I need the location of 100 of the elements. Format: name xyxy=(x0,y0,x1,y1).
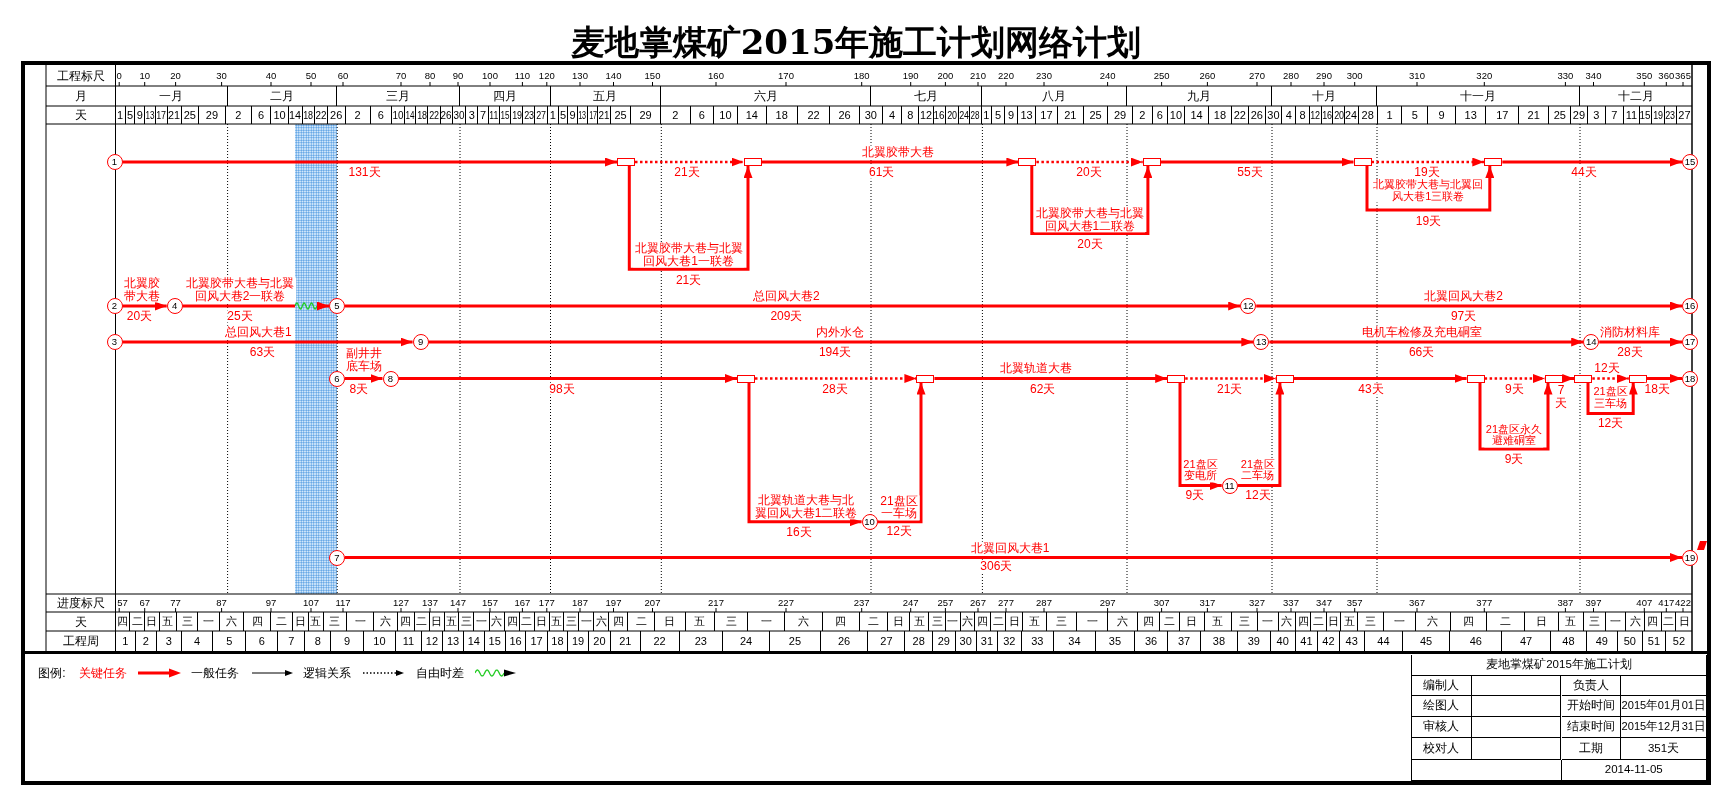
weekday-cell: 一 xyxy=(1257,612,1279,631)
edge-label: 43天 xyxy=(1358,382,1384,395)
weekday-cell: 一 xyxy=(579,612,595,631)
arrow xyxy=(181,301,331,311)
scale-number: 230 xyxy=(1036,71,1052,81)
week-cell: 1 xyxy=(115,631,137,651)
weekday-cell: 二 xyxy=(1160,612,1180,631)
weekday-cell: 一 xyxy=(748,612,786,631)
arrow xyxy=(1178,382,1222,490)
edge-label: 北翼回风大巷2 xyxy=(1424,289,1503,303)
small-box xyxy=(1484,158,1503,166)
scale-number: 77 xyxy=(170,597,181,608)
day-cell: 25 xyxy=(611,106,632,124)
scale-number: 277 xyxy=(998,597,1014,608)
arrow xyxy=(345,301,1241,311)
scale-number: 210 xyxy=(970,71,986,81)
week-cell: 44 xyxy=(1364,631,1403,651)
week-cell: 18 xyxy=(547,631,569,651)
arrow xyxy=(1237,382,1285,487)
weekday-cell: 日 xyxy=(1326,612,1342,631)
scale-number: 240 xyxy=(1099,71,1116,81)
scale-number: 167 xyxy=(514,597,531,608)
scale-number: 137 xyxy=(422,597,438,608)
day-cell: 8 xyxy=(1296,106,1310,124)
day-cell: 5 xyxy=(1402,106,1429,124)
weekday-cell: 三 xyxy=(1358,612,1384,631)
scale-number: 70 xyxy=(395,71,407,81)
edge-label: 电机车检修及充电硐室 xyxy=(1361,325,1482,339)
duration-label: 61天 xyxy=(869,165,895,179)
weekday-cell: 六 xyxy=(785,612,823,631)
month-cell: 六月 xyxy=(661,86,871,106)
scale-number: 107 xyxy=(303,597,319,608)
weekday-cell: 二 xyxy=(628,612,655,631)
table-cell: 绘图人 xyxy=(1411,696,1472,717)
arrow xyxy=(761,157,1019,167)
edge-label: 28天 xyxy=(822,382,848,395)
edge-label: 21盘区一车场 xyxy=(878,495,920,521)
day-cell: 1 xyxy=(547,106,559,124)
week-cell: 10 xyxy=(363,631,397,651)
scale-number: 117 xyxy=(335,597,351,608)
weekday-cell: 日 xyxy=(429,612,445,631)
weekday-cell: 三 xyxy=(1232,612,1258,631)
day-cell: 22 xyxy=(314,106,328,124)
month-cell: 一月 xyxy=(115,86,228,106)
week-cell: 11 xyxy=(396,631,422,651)
day-cell: 17 xyxy=(156,106,168,124)
scale-number: 50 xyxy=(305,71,317,81)
weekday-cell: 三 xyxy=(929,612,946,631)
week-cell: 42 xyxy=(1318,631,1340,651)
weekday-cell: 日 xyxy=(654,612,686,631)
day-cell: 1 xyxy=(1377,106,1403,124)
scale-number: 360 xyxy=(1658,71,1675,81)
scale-number: 307 xyxy=(1153,597,1170,608)
scale-number: 347 xyxy=(1316,597,1332,608)
day-cell: 17 xyxy=(588,106,599,124)
duration-label: 9天 xyxy=(1504,453,1524,466)
row-header: 进度标尺 xyxy=(55,595,106,612)
weekday-cell: 二 xyxy=(991,612,1007,631)
legend-label: 一般任务 xyxy=(191,666,239,679)
weekday-cell: 六 xyxy=(1108,612,1138,631)
week-cell: 16 xyxy=(505,631,527,651)
day-cell: 6 xyxy=(370,106,392,124)
duration-label: 28天 xyxy=(1617,345,1643,359)
weekday-cell: 四 xyxy=(115,612,131,631)
day-cell: 21 xyxy=(168,106,182,124)
scale-number: 340 xyxy=(1585,71,1602,81)
week-cell: 51 xyxy=(1643,631,1666,651)
event-circle: 19 xyxy=(1682,549,1698,566)
month-cell-text: 十二月 xyxy=(1617,88,1655,105)
event-circle: 13 xyxy=(1253,334,1270,350)
scale-number: 150 xyxy=(644,71,661,81)
weekday-cell: 二 xyxy=(414,612,430,631)
weekday-cell: 四 xyxy=(397,612,415,631)
day-cell: 23 xyxy=(1664,106,1677,124)
small-box xyxy=(1574,374,1593,383)
arrow xyxy=(1293,374,1467,383)
day-cell: 21 xyxy=(598,106,612,124)
week-cell: 22 xyxy=(640,631,680,651)
day-cell: 14 xyxy=(1185,106,1210,124)
day-cell: 12 xyxy=(919,106,934,124)
scale-number: 20 xyxy=(170,71,181,81)
weekday-cell: 六 xyxy=(489,612,506,631)
weekday-cell: 四 xyxy=(609,612,629,631)
week-cell: 26 xyxy=(820,631,869,651)
scale-number: 330 xyxy=(1557,71,1574,81)
arrow xyxy=(122,337,413,347)
weekday-cell: 日 xyxy=(293,612,309,631)
scale-number: 220 xyxy=(998,71,1014,81)
day-cell: 8 xyxy=(902,106,920,124)
scale-number: 267 xyxy=(970,597,986,608)
weekday-cell: 一 xyxy=(346,612,375,631)
weekday-cell: 五 xyxy=(1023,612,1048,631)
edge-label: 副井井底车场 xyxy=(343,347,385,373)
duration-label: 12天 xyxy=(1597,417,1624,430)
duration-label: 20天 xyxy=(126,309,153,323)
scale-number: 97 xyxy=(265,597,277,608)
scale-number: 422 xyxy=(1675,597,1691,608)
day-cell: 18 xyxy=(766,106,798,124)
day-cell: 14 xyxy=(289,106,303,124)
dotted-arrow xyxy=(755,374,917,383)
